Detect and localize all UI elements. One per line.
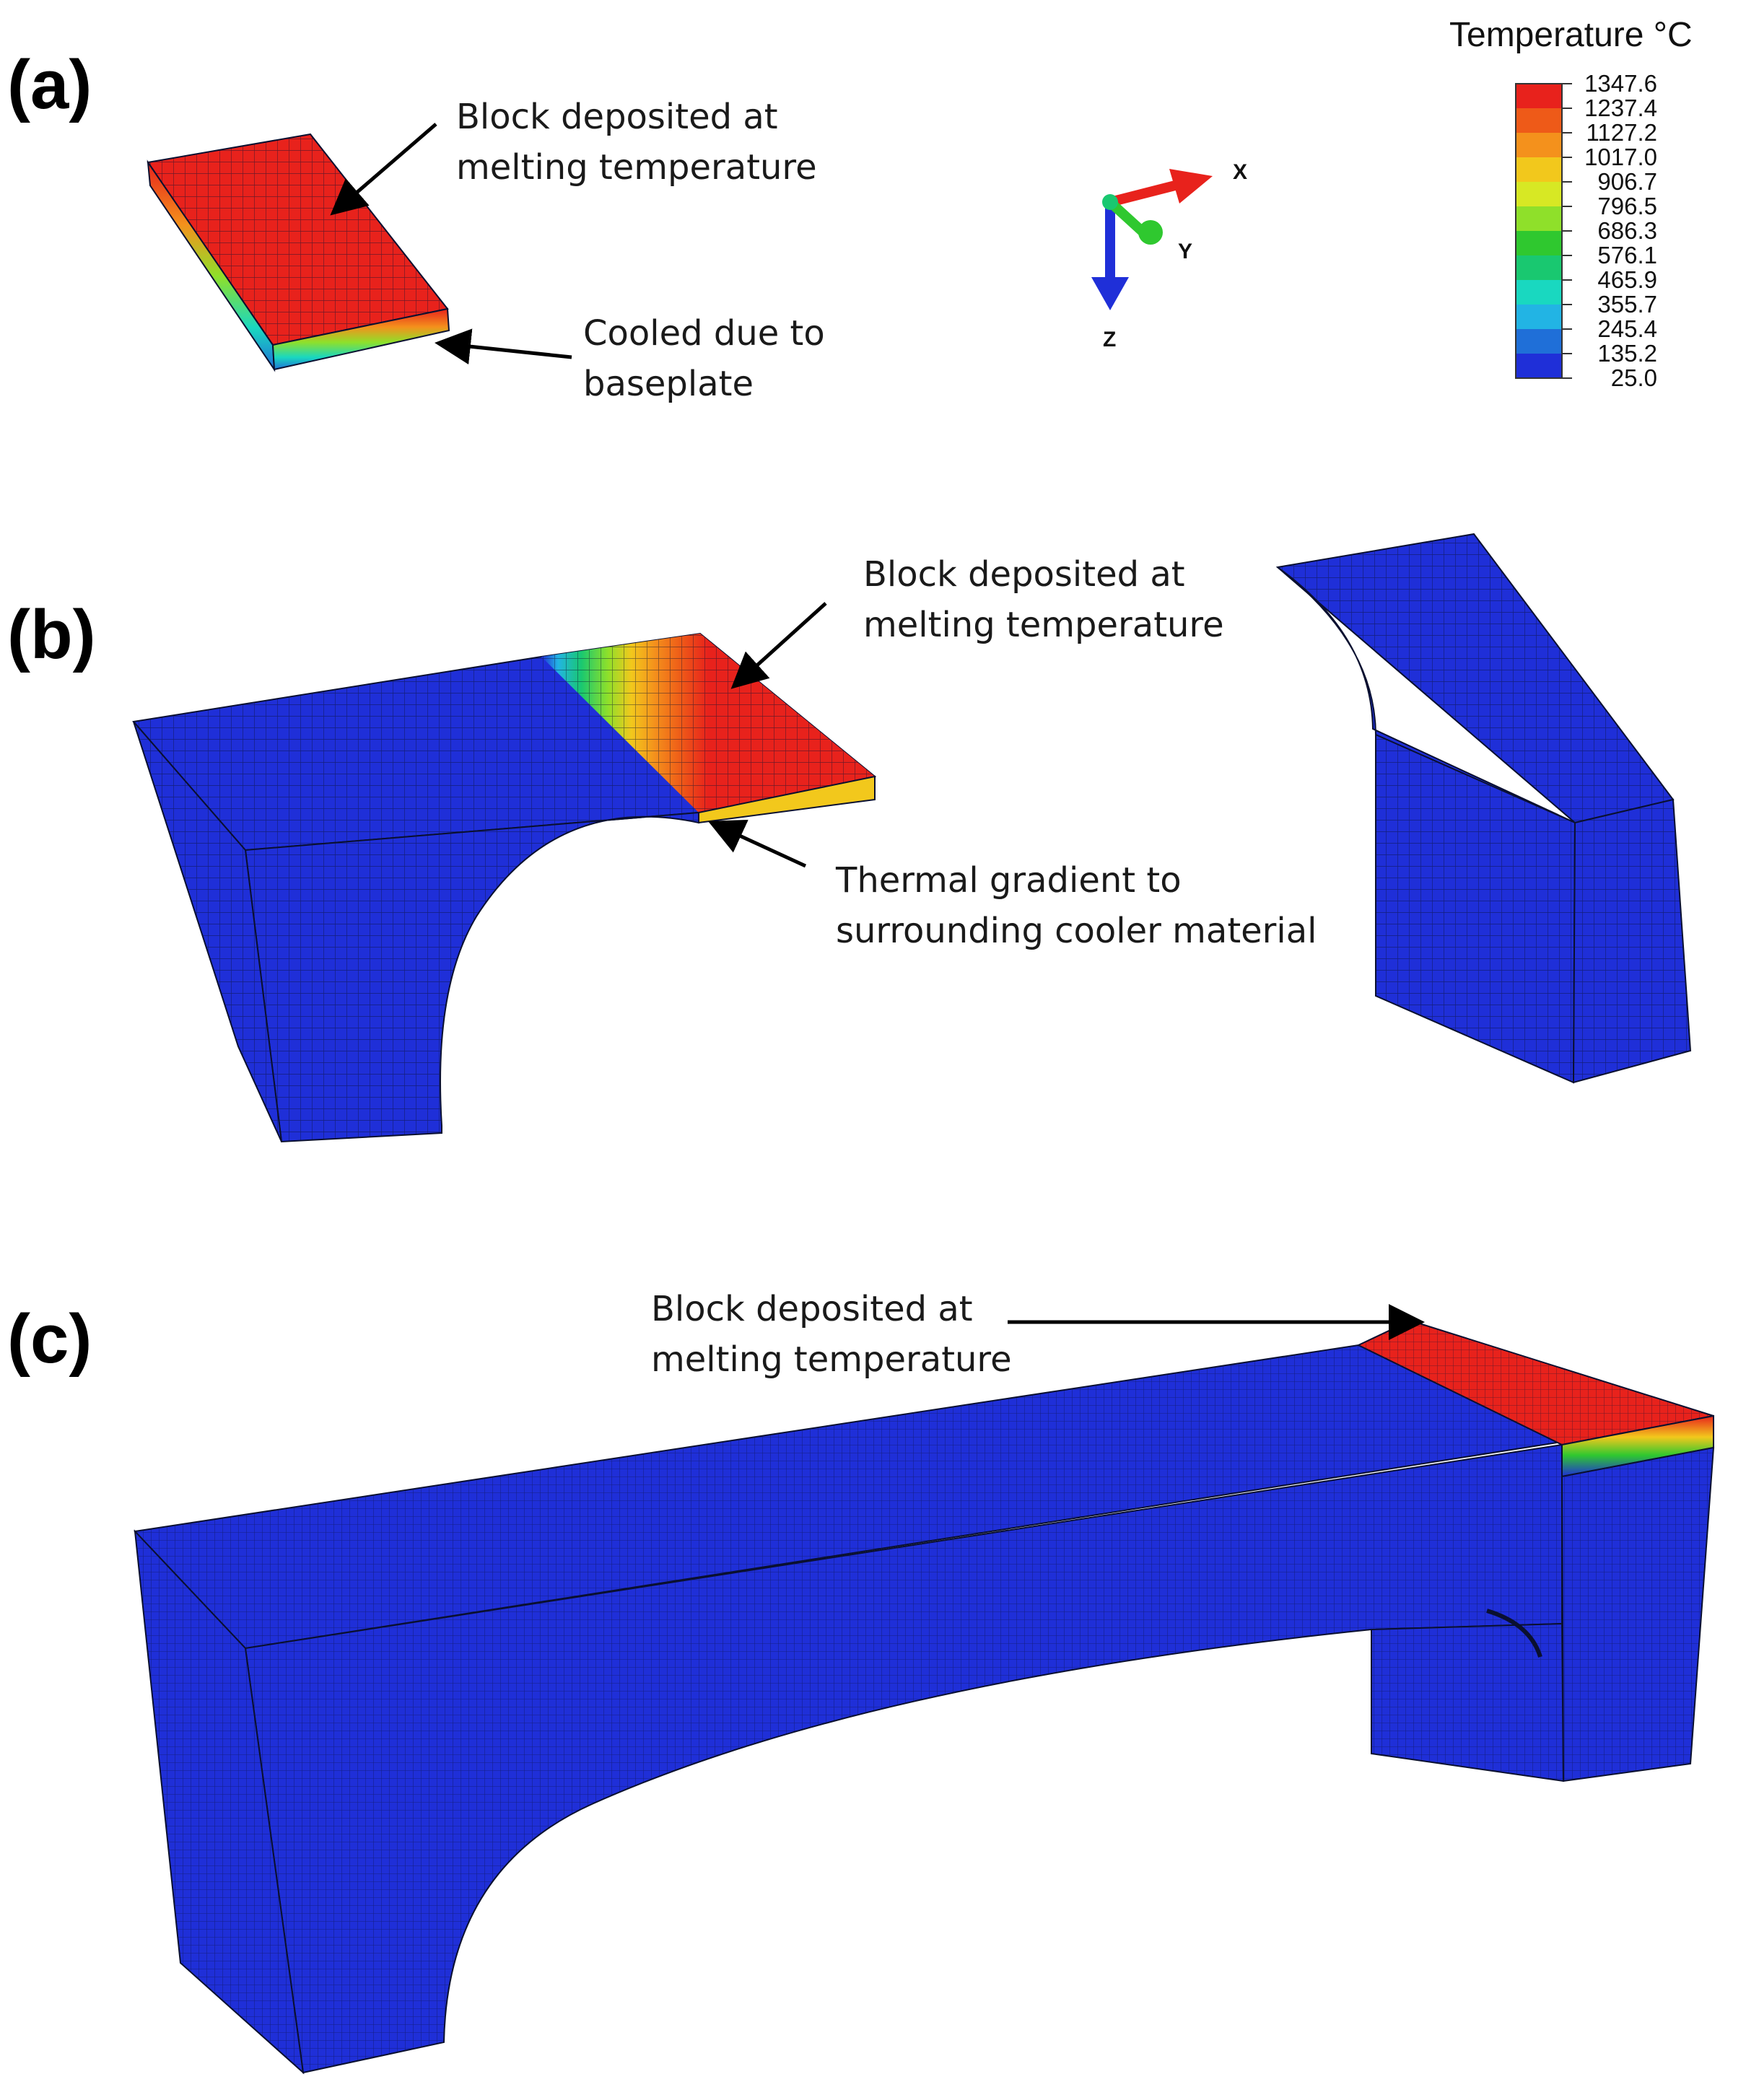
panel-a-model xyxy=(147,133,450,372)
legend-color-swatch xyxy=(1516,305,1562,330)
annotation-a-block-deposited: Block deposited at melting temperature xyxy=(330,97,817,216)
legend-value-label: 686.3 xyxy=(1597,217,1657,244)
arrow xyxy=(435,328,572,365)
legend-color-swatch xyxy=(1516,108,1562,134)
legend-color-swatch xyxy=(1516,231,1562,256)
annotation-a-cooled: Cooled due to baseplate xyxy=(435,313,825,404)
axis-triad: X Y Z xyxy=(1091,160,1247,351)
panel-b-label: (b) xyxy=(7,596,96,673)
annotation-text-line: melting temperature xyxy=(863,605,1224,645)
legend-color-swatch xyxy=(1516,329,1562,354)
x-axis-arrow xyxy=(1109,180,1179,207)
legend-value-label: 465.9 xyxy=(1597,266,1657,293)
x-axis-label: X xyxy=(1233,160,1247,184)
y-axis-label: Y xyxy=(1178,240,1192,263)
legend-value-label: 1017.0 xyxy=(1584,144,1657,170)
legend-value-label: 1347.6 xyxy=(1584,70,1657,97)
legend-value-label: 906.7 xyxy=(1597,168,1657,195)
annotation-text-line: melting temperature xyxy=(651,1339,1012,1380)
legend-value-label: 796.5 xyxy=(1597,193,1657,219)
legend-value-label: 355.7 xyxy=(1597,291,1657,318)
panel-a-label: (a) xyxy=(7,46,92,123)
legend-value-label: 1237.4 xyxy=(1584,95,1657,121)
annotation-text-line: surrounding cooler material xyxy=(836,911,1317,951)
legend-color-swatch xyxy=(1516,133,1562,158)
legend-value-label: 1127.2 xyxy=(1586,119,1657,146)
annotation-text-line: Block deposited at xyxy=(651,1289,973,1329)
panel-c-label: (c) xyxy=(7,1300,92,1378)
temperature-legend: Temperature °C 1347.61237.41127.21017.09… xyxy=(1449,16,1693,391)
annotation-text-line: Block deposited at xyxy=(456,97,778,137)
panel-c-model xyxy=(133,1319,1715,2075)
legend-labels: 1347.61237.41127.21017.0906.7796.5686.35… xyxy=(1562,70,1657,391)
annotation-text-line: baseplate xyxy=(583,364,754,404)
legend-value-label: 576.1 xyxy=(1597,242,1657,268)
legend-color-swatch xyxy=(1516,255,1562,281)
arrow xyxy=(330,123,437,216)
legend-color-swatch xyxy=(1516,354,1562,379)
annotation-text-line: Block deposited at xyxy=(863,554,1185,595)
legend-colorbar xyxy=(1515,83,1563,379)
legend-value-label: 25.0 xyxy=(1611,364,1657,391)
annotation-c-block-deposited: Block deposited at melting temperature xyxy=(651,1289,1425,1380)
legend-color-swatch xyxy=(1516,280,1562,305)
annotation-text-line: Thermal gradient to xyxy=(835,860,1182,901)
legend-color-swatch xyxy=(1516,206,1562,232)
panel-b-side-view-model xyxy=(1275,533,1692,1084)
arrow xyxy=(707,820,807,868)
legend-value-label: 245.4 xyxy=(1597,315,1657,342)
panel-b-model xyxy=(132,632,877,1143)
legend-color-swatch xyxy=(1516,157,1562,183)
annotation-b-block-deposited: Block deposited at melting temperature xyxy=(730,554,1224,689)
legend-value-label: 135.2 xyxy=(1597,340,1657,367)
annotation-text-line: Cooled due to xyxy=(583,313,825,354)
legend-color-swatch xyxy=(1516,84,1562,109)
annotation-text-line: melting temperature xyxy=(456,147,817,188)
annotation-b-thermal-gradient: Thermal gradient to surrounding cooler m… xyxy=(707,820,1317,951)
legend-color-swatch xyxy=(1516,182,1562,207)
legend-title: Temperature °C xyxy=(1449,16,1693,54)
arrow xyxy=(730,602,827,689)
z-axis-label: Z xyxy=(1103,328,1116,351)
